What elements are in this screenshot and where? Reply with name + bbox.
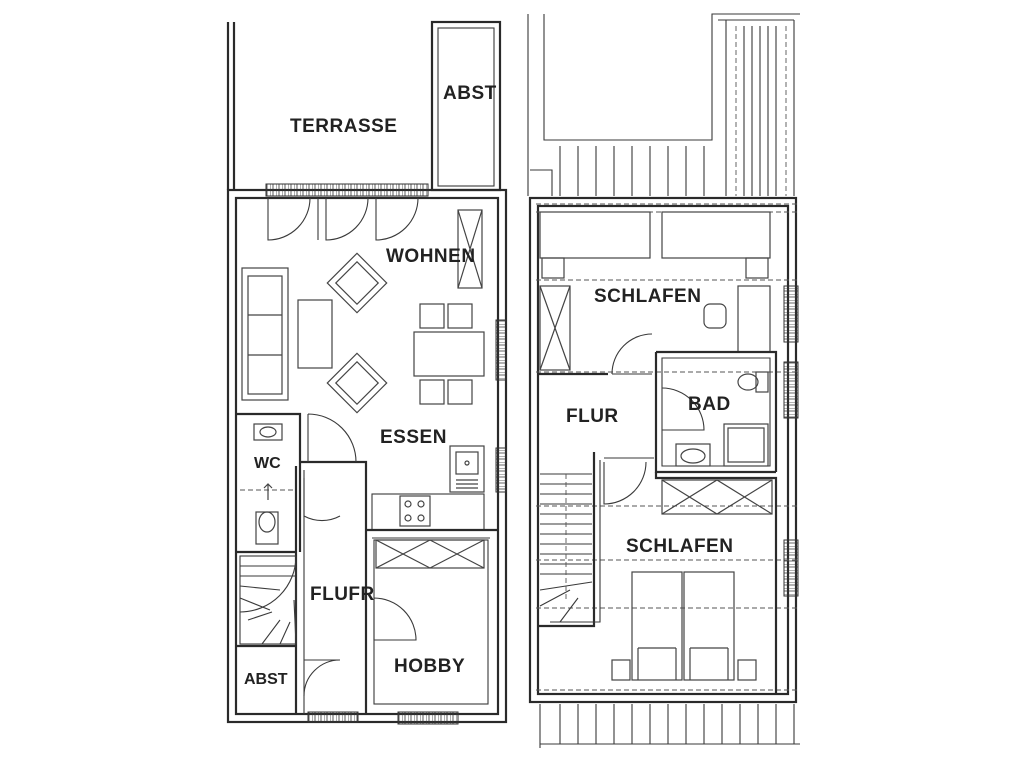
sink [449,445,485,493]
bath-fixtures [675,371,769,467]
cabinet [457,209,483,289]
roof-top [527,13,800,196]
ground-floor-labels: TERRASSE ABST WOHNEN ESSEN WC FLUFR ABST… [244,83,497,688]
window-right-2 [495,447,507,493]
upper-floor-plan: SCHLAFEN FLUR BAD SCHLAFEN [527,13,800,748]
bed-left [631,571,683,681]
label-wohnen: WOHNEN [386,246,476,267]
window-bottom [397,711,459,725]
desk [737,285,771,353]
bed-right [683,571,735,681]
label-wc: WC [254,455,281,472]
bedroom-bottom-furniture [611,479,773,681]
terrace-door-window [265,183,429,197]
armchair-1 [326,252,388,314]
window-upper-2 [783,361,799,419]
ground-floor-plan: TERRASSE ABST WOHNEN ESSEN WC FLUFR ABST… [226,20,508,725]
chair [703,303,727,329]
upper-floor-interior-walls [538,350,778,694]
window-upper-3 [783,539,799,597]
armchair-2 [326,352,388,414]
dining-table [413,331,485,377]
wardrobe [539,285,571,371]
ground-floor-stairs [239,555,297,645]
ground-floor-doors [303,413,417,697]
roof-bottom [536,689,800,748]
stove [399,495,431,527]
living-furniture [241,209,483,414]
label-flufr: FLUFR [310,584,375,605]
window-right-1 [495,319,507,381]
label-terrasse: TERRASSE [290,116,397,137]
dining-set [413,303,485,405]
upper-floor-labels: SCHLAFEN FLUR BAD SCHLAFEN [566,286,733,557]
label-schlafen-top: SCHLAFEN [594,286,701,307]
bedroom-top-furniture [539,211,771,371]
upper-floor-doors [603,333,705,505]
label-flur: FLUR [566,406,619,427]
label-bad: BAD [688,394,731,415]
label-schlafen-bottom: SCHLAFEN [626,536,733,557]
wardrobe-bottom [661,479,773,515]
window-upper-1 [783,285,799,343]
upper-floor-outer-walls [528,196,800,704]
wc-fixtures [240,423,296,545]
kitchen [371,445,485,531]
terrace-doors [267,197,419,241]
upper-floor-stairs [539,473,593,623]
shower [723,423,769,467]
coffee-table [297,299,333,369]
label-abst-top: ABST [443,83,497,104]
sofa [241,267,289,401]
label-essen: ESSEN [380,427,447,448]
label-hobby: HOBBY [394,656,465,677]
entrance-step [307,711,359,723]
washbasin [675,443,711,467]
label-abst-bottom: ABST [244,671,288,688]
terrace-outline [226,20,502,192]
